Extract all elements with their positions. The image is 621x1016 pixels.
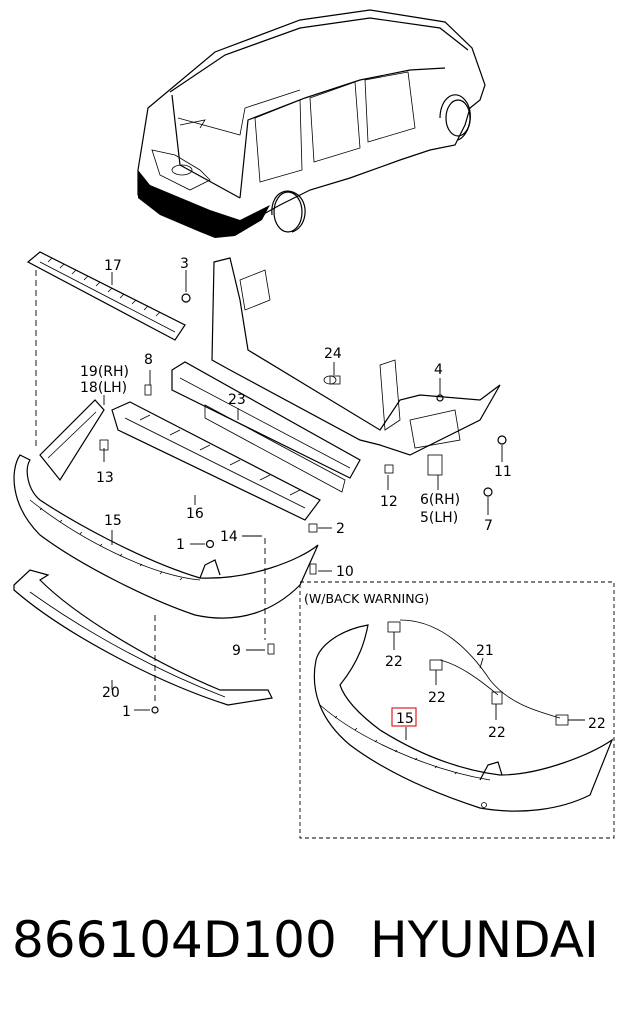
callout-16: 16: [186, 506, 204, 522]
callout-13: 13: [96, 470, 114, 486]
sensor-22-c: [491, 691, 503, 705]
part-23-reinforcement: [171, 361, 361, 479]
inset-callout-22-d: 22: [588, 716, 606, 732]
inset-callout-22-b: 22: [428, 690, 446, 706]
callout-12: 12: [380, 494, 398, 510]
inset-callout-22-a: 22: [385, 654, 403, 670]
callout-17: 17: [104, 258, 122, 274]
part-number: 866104D100: [12, 911, 337, 969]
fastener-icons: [99, 293, 507, 714]
inset-callout-22-c: 22: [488, 725, 506, 741]
callout-14: 14: [220, 529, 238, 545]
inset-title: (W/BACK WARNING): [304, 591, 429, 606]
callout-4: 4: [434, 362, 443, 378]
parts-drawings: [13, 251, 507, 714]
footer-caption: 866104D100 HYUNDAI: [0, 908, 621, 972]
inset-callout-15: 15: [396, 711, 414, 727]
inset-back-warning: (W/BACK WARNING) 22 21 22 15 22 22: [299, 581, 615, 839]
part-21-wiring: [399, 619, 561, 719]
part-17-trim: [26, 251, 186, 341]
part-20-skirt: [13, 569, 273, 706]
callout-10: 10: [336, 564, 354, 580]
sensor-22-d: [555, 714, 569, 726]
callout-15: 15: [104, 513, 122, 529]
inset-highlight-box: [391, 707, 417, 727]
part-18-19-bracket: [39, 399, 105, 482]
inset-callout-21: 21: [476, 643, 494, 659]
inset-frame: [299, 581, 615, 839]
callout-20: 20: [102, 685, 120, 701]
callout-23: 23: [228, 392, 246, 408]
part-15-bumper-cover: [13, 454, 319, 619]
part-16-absorber: [111, 401, 321, 521]
callout-labels: 17 3 8 19(RH) 18(LH) 24 4 23 13 16 11 12…: [80, 256, 512, 720]
vehicle-illustration: [137, 9, 486, 238]
callout-2: 2: [336, 521, 345, 537]
callout-1-lower: 1: [122, 704, 131, 720]
callout-1-upper: 1: [176, 537, 185, 553]
callout-19-rh: 19(RH): [80, 364, 129, 380]
sensor-22-a: [387, 621, 401, 633]
sensor-22-b: [429, 659, 443, 671]
callout-8: 8: [144, 352, 153, 368]
callout-11: 11: [494, 464, 512, 480]
callout-6-rh: 6(RH): [420, 492, 460, 508]
brand-name: HYUNDAI: [370, 911, 599, 969]
callout-24: 24: [324, 346, 342, 362]
callout-3: 3: [180, 256, 189, 272]
inset-bumper-cover: [313, 624, 614, 812]
callout-5-lh: 5(LH): [420, 510, 458, 526]
callout-18-lh: 18(LH): [80, 380, 127, 396]
callout-7: 7: [484, 518, 493, 534]
callout-9: 9: [232, 643, 241, 659]
